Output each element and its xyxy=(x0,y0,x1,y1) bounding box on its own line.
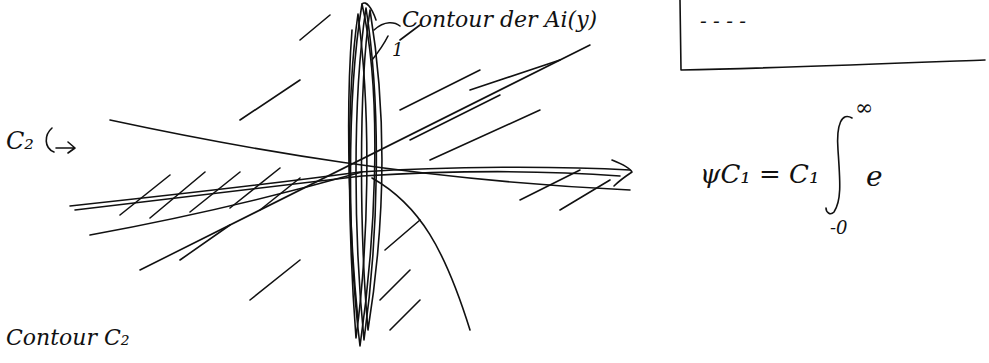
contour-hook xyxy=(362,3,376,20)
formula-exp: e xyxy=(866,162,883,193)
formula: ψC₁ = C₁ xyxy=(700,160,819,189)
arrow-head xyxy=(612,160,632,186)
sketch-line xyxy=(90,172,362,235)
contour-name: C₂ xyxy=(6,128,34,154)
contour-label: Contour der Ai(y) xyxy=(402,8,597,32)
contour-index: 1 xyxy=(392,40,403,60)
box-text: - - - - xyxy=(700,10,746,32)
sketch-line xyxy=(140,45,590,270)
hatching xyxy=(120,15,610,330)
label-pointer xyxy=(46,128,75,153)
leader-line xyxy=(372,36,388,60)
sketch-curve xyxy=(372,178,470,330)
box-outline xyxy=(680,0,985,70)
integral-sign xyxy=(826,116,852,213)
upper-limit: ∞ xyxy=(855,96,873,120)
lower-limit: -0 xyxy=(830,218,848,238)
leader-line xyxy=(374,23,400,30)
contour-loop xyxy=(362,10,382,330)
contour-caption: Contour C₂ xyxy=(6,326,130,350)
